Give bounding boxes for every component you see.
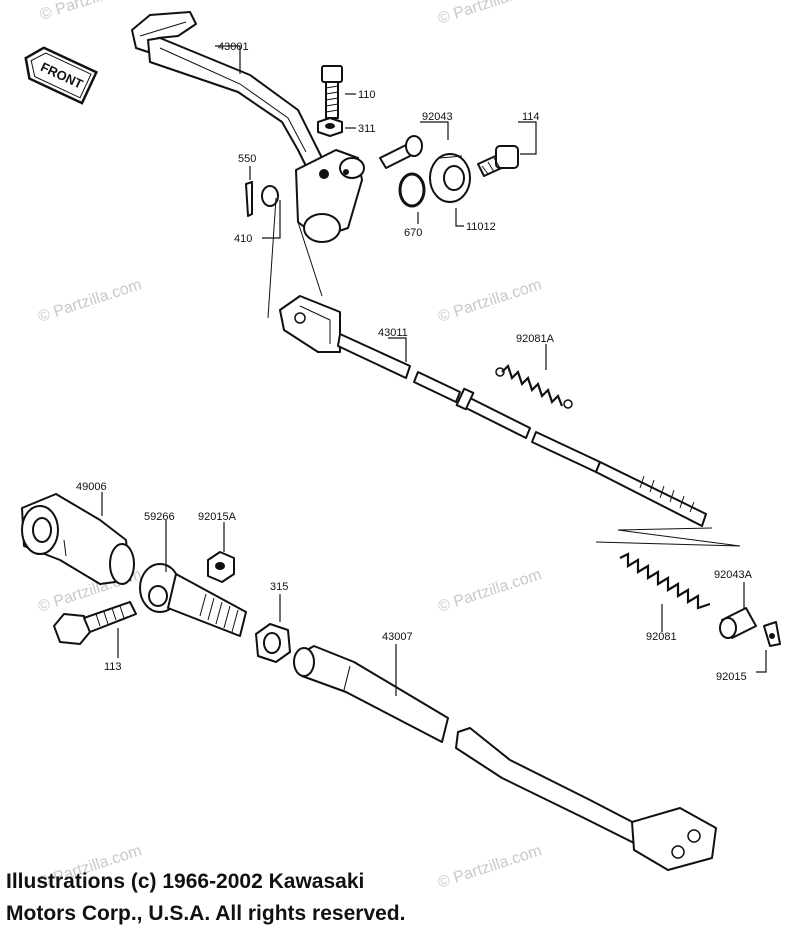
- washer-410: [261, 185, 279, 207]
- part-label-11012: 11012: [466, 221, 496, 233]
- brake-pedal-43001: [131, 11, 365, 243]
- watermark: © Partzilla.com: [36, 276, 144, 325]
- part-label-49006: 49006: [76, 481, 107, 493]
- part-label-92015A: 92015A: [198, 511, 237, 523]
- pin-92043A: [719, 607, 757, 639]
- part-label-92081A: 92081A: [516, 333, 555, 345]
- bolt-114: [477, 145, 519, 177]
- watermark: © Partzilla.com: [436, 276, 544, 325]
- clip-92015: [763, 621, 781, 647]
- part-label-110: 110: [358, 89, 376, 101]
- rod-end-59266: [139, 563, 247, 637]
- spacer-11012: [429, 153, 471, 203]
- part-label-114: 114: [522, 111, 540, 123]
- break-line: [595, 527, 741, 547]
- spring-92081A: [495, 363, 573, 409]
- part-label-59266: 59266: [144, 511, 175, 523]
- spring-92081: [619, 552, 711, 610]
- part-label-315: 315: [270, 581, 288, 593]
- part-label-43001: 43001: [218, 41, 249, 53]
- part-label-43007: 43007: [382, 631, 413, 643]
- part-label-92043: 92043: [422, 111, 453, 123]
- part-label-311: 311: [358, 123, 376, 135]
- nut-92015A: [207, 551, 235, 583]
- watermark: © Partzilla.com: [38, 0, 146, 24]
- copyright-line-1: Illustrations (c) 1966-2002 Kawasaki: [6, 870, 365, 893]
- pushrod-43007: [293, 645, 717, 871]
- part-label-410: 410: [234, 233, 252, 245]
- part-label-550: 550: [238, 153, 256, 165]
- bolt-110: [321, 65, 343, 119]
- part-label-113: 113: [104, 661, 122, 673]
- watermark: © Partzilla.com: [436, 566, 544, 615]
- o-ring-670: [398, 172, 426, 208]
- copyright-notice: Illustrations (c) 1966-2002 Kawasaki Mot…: [6, 866, 606, 930]
- part-label-92043A: 92043A: [714, 569, 753, 581]
- cotter-pin-550: [245, 181, 253, 217]
- pin-92043: [379, 135, 423, 169]
- rod-end-49006: [21, 493, 135, 585]
- part-label-43011: 43011: [378, 327, 408, 339]
- nut-311: [317, 117, 343, 137]
- front-arrow-badge: FRONT: [24, 46, 99, 105]
- clevis-rod-43011: [279, 295, 707, 527]
- part-label-92015: 92015: [716, 671, 747, 683]
- part-label-92081: 92081: [646, 631, 677, 643]
- bolt-113: [53, 601, 137, 645]
- part-label-670: 670: [404, 227, 422, 239]
- nut-315: [255, 623, 291, 663]
- copyright-line-2: Motors Corp., U.S.A. All rights reserved…: [6, 902, 406, 925]
- watermark: © Partzilla.com: [436, 0, 544, 28]
